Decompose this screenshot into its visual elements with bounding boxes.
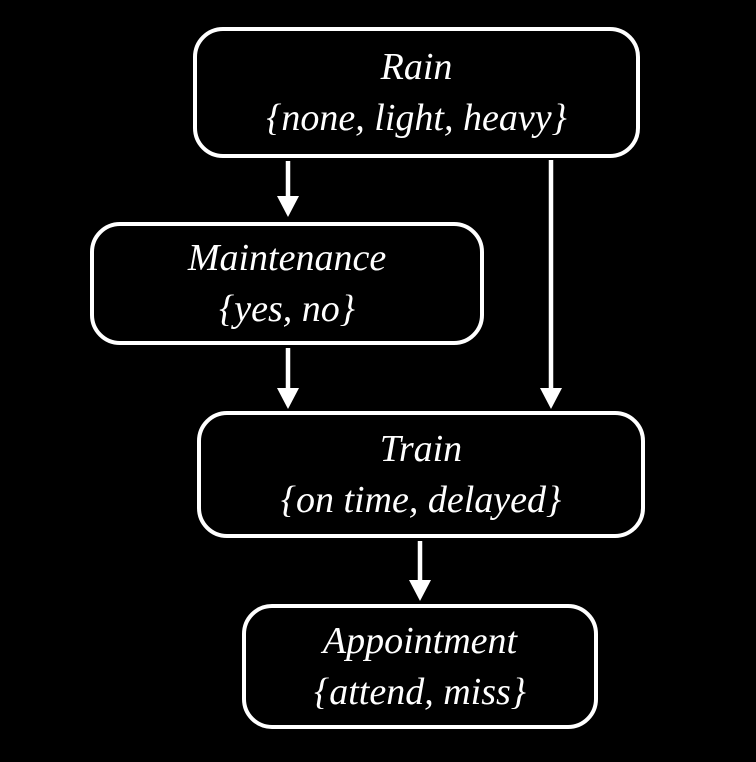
edge-rain-to-maintenance-arrow	[277, 161, 299, 217]
node-appointment: Appointment {attend, miss}	[242, 604, 598, 729]
node-appointment-values: {attend, miss}	[314, 670, 526, 713]
node-rain-label: Rain	[380, 46, 453, 89]
node-appointment-label: Appointment	[322, 620, 518, 663]
node-train-values: {on time, delayed}	[280, 478, 562, 521]
node-train: Train {on time, delayed}	[197, 411, 645, 538]
node-maintenance-values: {yes, no}	[219, 287, 355, 330]
edge-train-to-appointment-arrow	[409, 541, 431, 601]
edge-rain-to-train-arrow	[540, 160, 562, 409]
node-rain: Rain {none, light, heavy}	[193, 27, 640, 158]
node-rain-values: {none, light, heavy}	[266, 96, 567, 139]
node-maintenance: Maintenance {yes, no}	[90, 222, 484, 345]
node-train-label: Train	[379, 428, 463, 471]
edge-maintenance-to-train-arrow	[277, 348, 299, 409]
node-maintenance-label: Maintenance	[187, 237, 387, 280]
